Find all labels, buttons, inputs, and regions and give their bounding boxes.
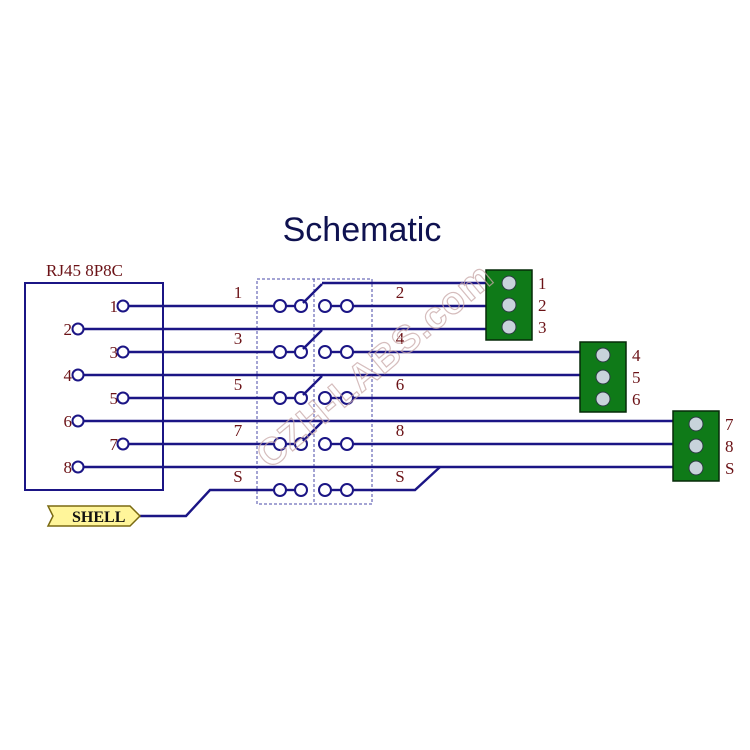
terminal-screw [501, 275, 517, 291]
wire-shell-in [140, 488, 274, 518]
jumper-label-left: 1 [234, 283, 243, 302]
terminal-screw [688, 438, 704, 454]
jumper-blade [302, 283, 323, 304]
connector-label: RJ45 8P8C [46, 261, 123, 280]
jumper-contact [318, 483, 332, 497]
jumper-contact [340, 299, 354, 313]
connector-pin-label: 3 [110, 343, 119, 362]
connector-pin [71, 460, 85, 474]
connector-pins: 1 2 3 4 5 6 7 8 [64, 297, 130, 477]
jumper-blade [302, 421, 323, 442]
shell-label: SHELL [72, 509, 125, 526]
wires [84, 281, 694, 518]
connector-pin-label: 2 [64, 320, 73, 339]
shell-tag: SHELL [46, 505, 142, 527]
jumper-label-left: 3 [234, 329, 243, 348]
terminal-block: 1 2 3 [485, 269, 547, 341]
terminal-label: 4 [632, 346, 641, 365]
jumper-label-left: 7 [234, 421, 243, 440]
rj45-connector: RJ45 8P8C 1 2 3 4 5 6 7 8 [24, 261, 164, 491]
terminal-label: 2 [538, 296, 547, 315]
terminal-label: 6 [632, 390, 641, 409]
diagram-title: Schematic [283, 211, 442, 249]
jumper-contact [340, 483, 354, 497]
jumper-contact [340, 345, 354, 359]
connector-pin [71, 368, 85, 382]
terminal-block: 4 5 6 [579, 341, 641, 413]
terminal-label: 1 [538, 274, 547, 293]
connector-outline [24, 282, 164, 491]
jumper-label-right: 6 [396, 375, 405, 394]
connector-pin-label: 4 [64, 366, 73, 385]
jumper-label-right: 4 [396, 329, 405, 348]
jumper-contact [318, 345, 332, 359]
terminal-block: 7 8S [672, 410, 734, 482]
jumper-block [256, 278, 373, 505]
connector-pin [71, 322, 85, 336]
terminal-label: 7 [725, 415, 734, 434]
jumper-contact [273, 391, 287, 405]
shell-tag-shape [46, 505, 142, 527]
jumper-label-right: S [395, 467, 404, 486]
terminal-screw [595, 369, 611, 385]
terminal-screw [501, 297, 517, 313]
connector-pin [116, 437, 130, 451]
jumper-label-left: 5 [234, 375, 243, 394]
connector-pin-label: 7 [110, 435, 119, 454]
jumper-label-left: S [233, 467, 242, 486]
jumper-labels: 1 2 3 4 5 6 7 8S S [233, 283, 404, 486]
connector-pin-label: 6 [64, 412, 73, 431]
jumper-contact [318, 299, 332, 313]
connector-pin-label: 8 [64, 458, 73, 477]
terminal-label: 3 [538, 318, 547, 337]
jumper-blade [302, 329, 323, 350]
connector-pin [116, 345, 130, 359]
connector-pin [116, 299, 130, 313]
jumper-contact [318, 437, 332, 451]
terminal-screw [688, 460, 704, 476]
terminal-screw [688, 416, 704, 432]
connector-pin [116, 391, 130, 405]
jumper-contact [273, 345, 287, 359]
terminal-label: S [725, 459, 734, 478]
connector-pin-label: 1 [110, 297, 119, 316]
connector-pin [71, 414, 85, 428]
jumper-contact [340, 437, 354, 451]
jumper-label-right: 8 [396, 421, 405, 440]
terminal-screw [595, 391, 611, 407]
jumper-blade [302, 375, 323, 396]
jumper-contact [273, 299, 287, 313]
jumper-label-right: 2 [396, 283, 405, 302]
terminal-blocks: 1 2 3 4 5 6 7 8S [485, 269, 734, 482]
jumper-contact [294, 483, 308, 497]
jumper-contact [273, 483, 287, 497]
terminal-screw [501, 319, 517, 335]
wire-shell-out [353, 466, 441, 492]
terminal-screw [595, 347, 611, 363]
terminal-label: 8 [725, 437, 734, 456]
terminal-label: 5 [632, 368, 641, 387]
connector-pin-label: 5 [110, 389, 119, 408]
